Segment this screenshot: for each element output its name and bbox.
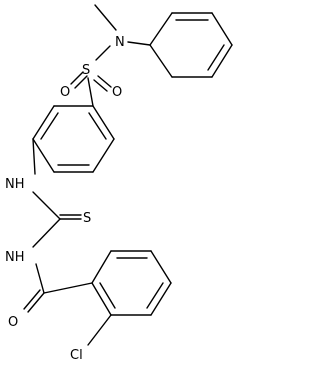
atom-o-sulfonyl-right: O [112,85,122,100]
bond-n-phenyl [127,41,151,46]
atom-s-sulfonyl: S [82,63,90,78]
atom-o-sulfonyl-left: O [60,85,70,100]
bond-n-s [95,45,111,61]
bond-s-o-left-2 [74,75,88,89]
bond-c-o-1 [27,292,45,313]
atom-nh-lower: NH [5,250,25,265]
chemical-structure: N S O O NH S NH O Cl [5,4,233,363]
bond-ring-nh-upper [32,138,36,175]
phenyl-ring-bottom [91,250,172,316]
phenyl-ring-middle [32,105,115,173]
structure-canvas: N S O O NH S NH O Cl [5,4,233,363]
atom-cl: Cl [70,348,83,363]
bond-c-nh-lower [32,218,61,248]
bond-n-methyl [94,4,117,31]
atom-nh-upper: NH [5,177,25,192]
bond-ring-cl [87,314,112,346]
bond-s-o-left-1 [70,71,84,85]
atom-n-sulfonamide: N [115,35,125,50]
bond-nh-carbonyl [35,263,45,294]
bond-c-o-2 [23,289,41,310]
phenyl-ring-top [149,12,233,78]
bond-s-o-right-1 [97,75,112,88]
bond-s-o-right-2 [93,79,108,92]
bond-s-ring [87,77,94,107]
bond-nh-c-thio [32,191,61,220]
bond-carbonyl-ring [43,282,93,294]
atom-o-amide: O [8,315,18,330]
atom-s-thione: S [83,211,91,226]
